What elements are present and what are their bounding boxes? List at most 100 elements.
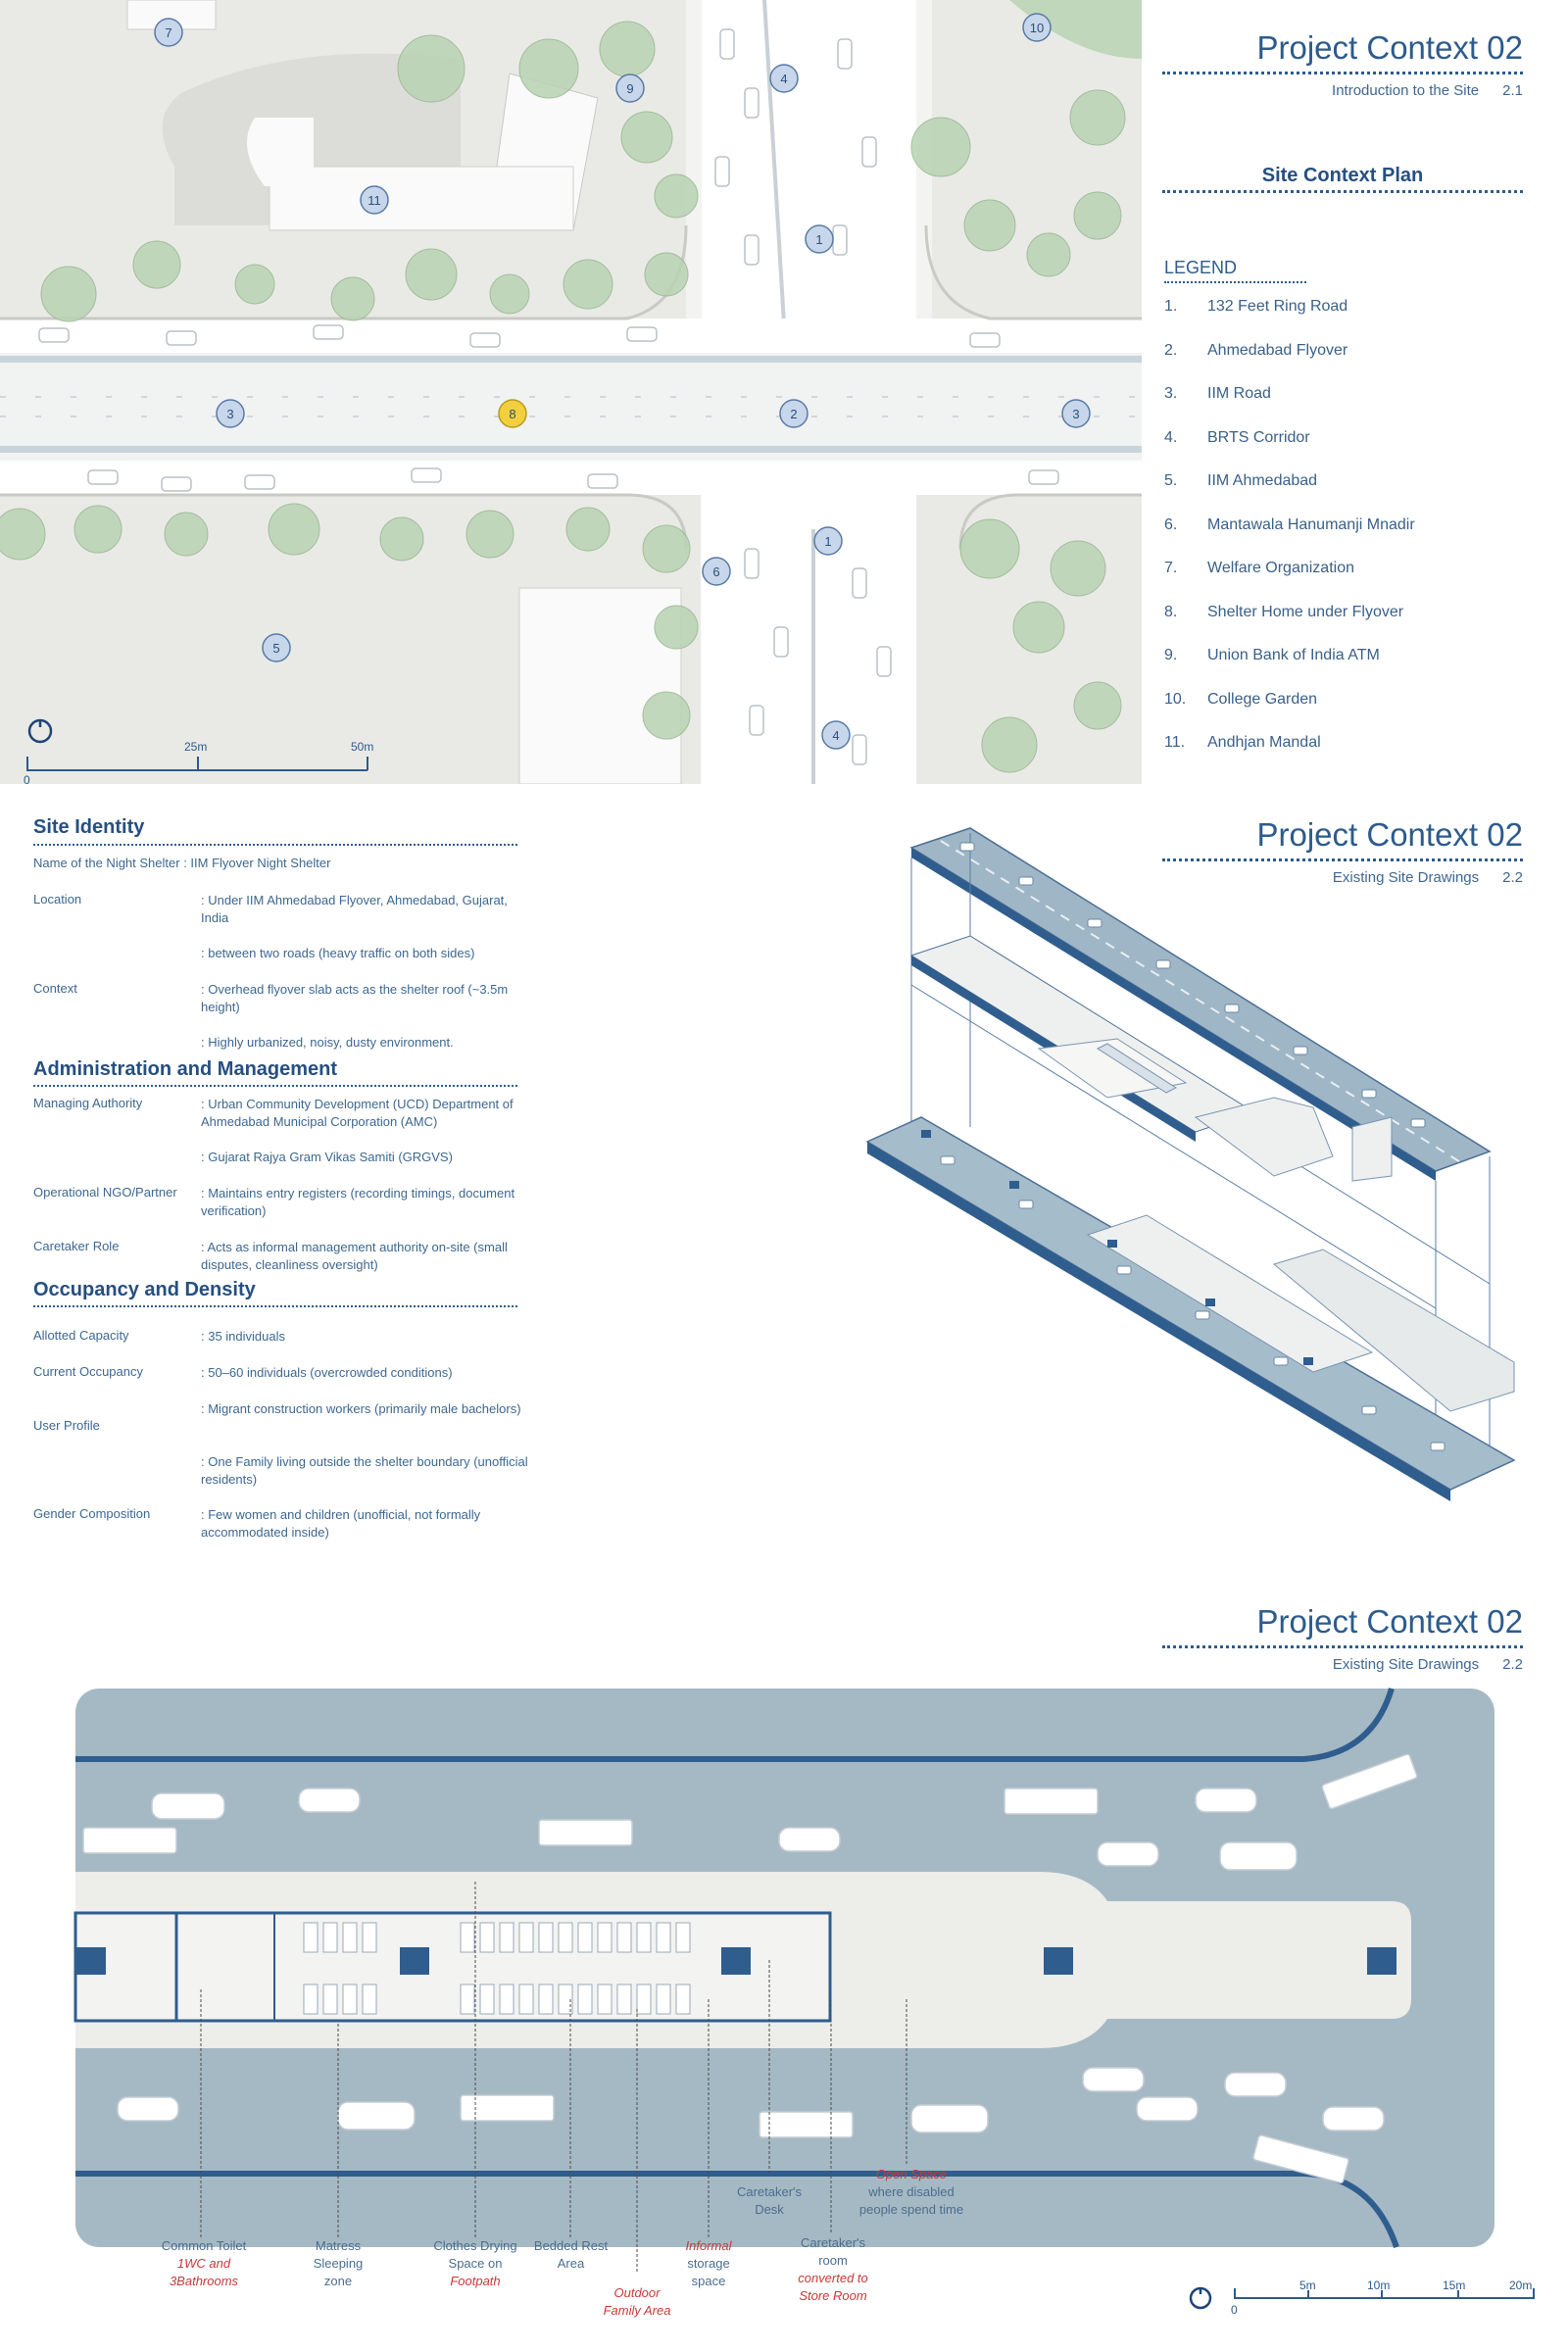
- page-title: Project Context 02: [1256, 816, 1524, 853]
- field-value: : Migrant construction workers (primaril…: [201, 1401, 521, 1416]
- scale-label: 5m: [1299, 2278, 1316, 2292]
- legend-title: LEGEND: [1164, 258, 1238, 277]
- legend-item: 4.BRTS Corridor: [1164, 429, 1310, 446]
- legend-divider: [1164, 281, 1306, 283]
- svg-text:4: 4: [832, 728, 839, 743]
- field-label: Location: [33, 892, 82, 906]
- svg-text:1: 1: [824, 534, 831, 549]
- svg-text:11: 11: [368, 193, 381, 208]
- map-marker[interactable]: 6: [702, 557, 731, 586]
- scale-label: 0: [1231, 2303, 1238, 2317]
- map-marker[interactable]: 1: [805, 224, 834, 254]
- legend-item: 1.132 Feet Ring Road: [1164, 298, 1348, 315]
- svg-text:25m: 25m: [184, 740, 207, 754]
- map-marker[interactable]: 3: [216, 399, 245, 428]
- north-arrow-icon: [27, 718, 53, 744]
- legend-item: 11.Andhjan Mandal: [1164, 734, 1321, 751]
- field-label: Context: [33, 981, 77, 996]
- field-value: : Few women and children (unofficial, no…: [201, 1507, 481, 1540]
- map-marker[interactable]: 1: [813, 526, 843, 556]
- field-value: : between two roads (heavy traffic on bo…: [201, 946, 475, 960]
- map-marker[interactable]: 11: [360, 185, 389, 215]
- svg-text:8: 8: [509, 407, 515, 421]
- map-marker[interactable]: 10: [1022, 13, 1052, 42]
- site-context-map: 7 10 9 4 11 1 3 8 2 3 1 6 5 4 0 25m 50m: [0, 0, 1142, 784]
- axonometric-drawing: [865, 827, 1516, 1501]
- map-marker-shelter[interactable]: 8: [498, 399, 527, 428]
- legend-item: 5.IIM Ahmedabad: [1164, 472, 1318, 489]
- svg-text:10: 10: [1030, 21, 1044, 35]
- svg-text:0: 0: [24, 773, 30, 784]
- title-divider: [1162, 858, 1523, 861]
- legend-item: 7.Welfare Organization: [1164, 560, 1354, 576]
- legend-item: 2.Ahmedabad Flyover: [1164, 342, 1348, 359]
- map-marker[interactable]: 7: [154, 18, 183, 47]
- map-marker[interactable]: 9: [615, 74, 645, 103]
- page-title: Project Context 02: [1256, 1603, 1524, 1640]
- page-title: Project Context 02: [1256, 29, 1524, 66]
- section-divider: [33, 1305, 517, 1307]
- field-value: : Highly urbanized, noisy, dusty environ…: [201, 1035, 454, 1050]
- field-label: Allotted Capacity: [33, 1328, 129, 1343]
- field-value: : One Family living outside the shelter …: [201, 1454, 528, 1487]
- scale-label: 20m: [1509, 2278, 1533, 2292]
- section-heading: Administration and Management: [33, 1058, 338, 1080]
- legend-item: 10.College Garden: [1164, 691, 1318, 708]
- field-label: Current Occupancy: [33, 1364, 143, 1379]
- scale-bar: [26, 757, 368, 771]
- field-value: : Acts as informal management authority …: [201, 1240, 508, 1272]
- field-label: Managing Authority: [33, 1096, 143, 1110]
- map-marker[interactable]: 3: [1061, 399, 1091, 428]
- field-label: Operational NGO/Partner: [33, 1185, 177, 1200]
- field-value: : Gujarat Rajya Gram Vikas Samiti (GRGVS…: [201, 1150, 453, 1164]
- map-marker[interactable]: 4: [769, 64, 799, 93]
- map-marker[interactable]: 4: [821, 720, 851, 750]
- svg-text:3: 3: [1072, 407, 1079, 421]
- field-value: : Maintains entry registers (recording t…: [201, 1186, 515, 1218]
- field-value: : Overhead flyover slab acts as the shel…: [201, 982, 509, 1014]
- field-value: : 50–60 individuals (overcrowded conditi…: [201, 1365, 453, 1380]
- legend-item: 3.IIM Road: [1164, 385, 1271, 402]
- field-value: : Urban Community Development (UCD) Depa…: [201, 1097, 514, 1129]
- shelter-floor-plan: [74, 1688, 1494, 2274]
- field-value: : Under IIM Ahmedabad Flyover, Ahmedabad…: [201, 893, 508, 925]
- svg-text:5: 5: [272, 641, 279, 656]
- field-label: Caretaker Role: [33, 1239, 120, 1253]
- field-label: User Profile: [33, 1418, 100, 1433]
- plan-divider: [1162, 190, 1523, 193]
- section-heading: Occupancy and Density: [33, 1279, 256, 1300]
- section-divider: [33, 844, 517, 846]
- svg-text:1: 1: [815, 232, 822, 247]
- field-label: Gender Composition: [33, 1506, 151, 1521]
- legend-item: 6.Mantawala Hanumanji Mnadir: [1164, 516, 1415, 533]
- title-divider: [1162, 72, 1523, 74]
- section-divider: [33, 1085, 517, 1087]
- field-value: : 35 individuals: [201, 1329, 285, 1344]
- svg-text:3: 3: [226, 407, 233, 421]
- field-label: Name of the Night Shelter : IIM Flyover …: [33, 856, 331, 870]
- map-marker[interactable]: 5: [262, 633, 291, 662]
- plan-title: Site Context Plan: [1261, 165, 1424, 186]
- scale-bar-page3: [1189, 2286, 1535, 2310]
- svg-text:50m: 50m: [351, 740, 373, 754]
- scale-label: 15m: [1443, 2278, 1466, 2292]
- map-marker[interactable]: 2: [779, 399, 808, 428]
- svg-text:9: 9: [626, 81, 633, 96]
- legend-item: 8.Shelter Home under Flyover: [1164, 604, 1404, 620]
- scale-label: 10m: [1367, 2278, 1391, 2292]
- svg-text:7: 7: [165, 25, 172, 40]
- section-heading: Site Identity: [33, 816, 145, 838]
- title-divider: [1162, 1645, 1523, 1648]
